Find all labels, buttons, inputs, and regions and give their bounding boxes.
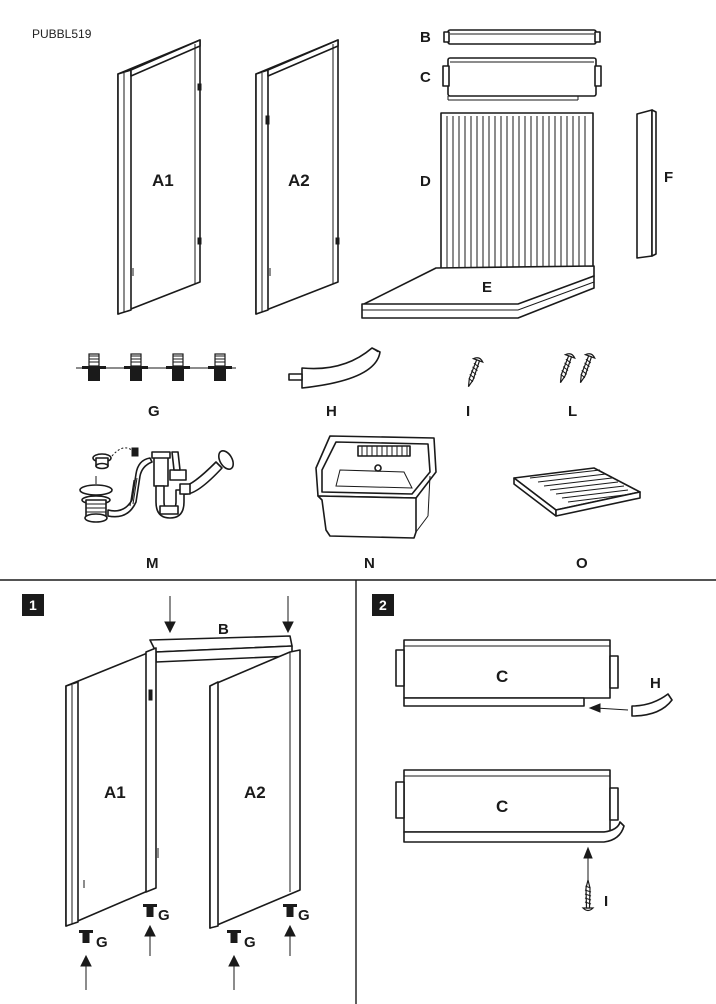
step-2-badge [372,594,394,616]
step-1-badge [22,594,44,616]
step-2-number: 2 [379,597,387,613]
step-1-arrow-down-left [164,596,176,634]
step-2-panel: 2 C H C [372,594,673,912]
step-2-screw-i: I [582,879,608,912]
part-f-label: F [664,169,673,186]
step-1-label-a2: A2 [244,783,266,802]
part-o-label: O [576,555,588,572]
part-m-label: M [146,555,159,572]
part-a1-door-panel: A1 [117,39,202,315]
step-1-foot-a1-back: G [143,904,170,956]
step-1-panel: 1 B A1 A2 G [22,594,310,990]
part-b-top-rail: B [420,29,601,46]
part-d-label: D [420,173,431,190]
step-1-number: 1 [29,597,37,613]
part-o-drainer-tray: O [513,467,641,572]
part-b-label: B [420,29,431,46]
part-l-screws-pair: L [555,351,597,420]
step-2-label-c-lower: C [496,797,508,816]
step-1-foot-label: G [158,907,170,924]
part-a2-label: A2 [288,171,310,190]
part-m-drain-kit: M [79,447,235,572]
part-n-label: N [364,555,375,572]
part-i-label: I [466,403,470,420]
step-1-label-b: B [218,621,229,638]
step-2-label-c-upper: C [496,667,508,686]
part-c-label: C [420,69,431,86]
part-f-side-strip: F [636,109,673,259]
part-h-label: H [326,403,337,420]
part-a2-door-panel: A2 [255,39,340,315]
step-1-foot-a2-front: G [227,930,256,990]
part-n-utility-sink: N [315,435,437,572]
part-h-corner-cap: H [288,347,381,420]
step-1-label-a1: A1 [104,783,126,802]
step-1-foot-a2-back: G [283,904,310,956]
step-2-cap-h: H [631,675,673,717]
part-e-bottom-shelf: E [361,265,595,319]
step-2-rail-c-upper: C [395,639,619,707]
step-1-foot-label: G [244,934,256,951]
step-2-label-i: I [604,893,608,910]
part-i-screw: I [463,355,485,420]
step-1-foot-label: G [96,934,108,951]
part-g-adjustable-feet: G [76,353,236,420]
document-code: PUBBL519 [32,27,92,41]
step-2-rail-c-lower: C [395,769,625,843]
part-l-label: L [568,403,577,420]
step-2-arrow-h-insert [588,703,629,713]
step-1-foot-label: G [298,907,310,924]
part-d-slatted-back-panel: D [420,112,594,274]
step-1-arrow-down-right [282,596,294,634]
part-a1-label: A1 [152,171,174,190]
step-1-foot-a1-front: G [79,930,108,990]
part-e-label: E [482,279,492,296]
part-c-front-rail: C [420,57,602,101]
part-g-label: G [148,403,160,420]
step-2-label-h: H [650,675,661,692]
